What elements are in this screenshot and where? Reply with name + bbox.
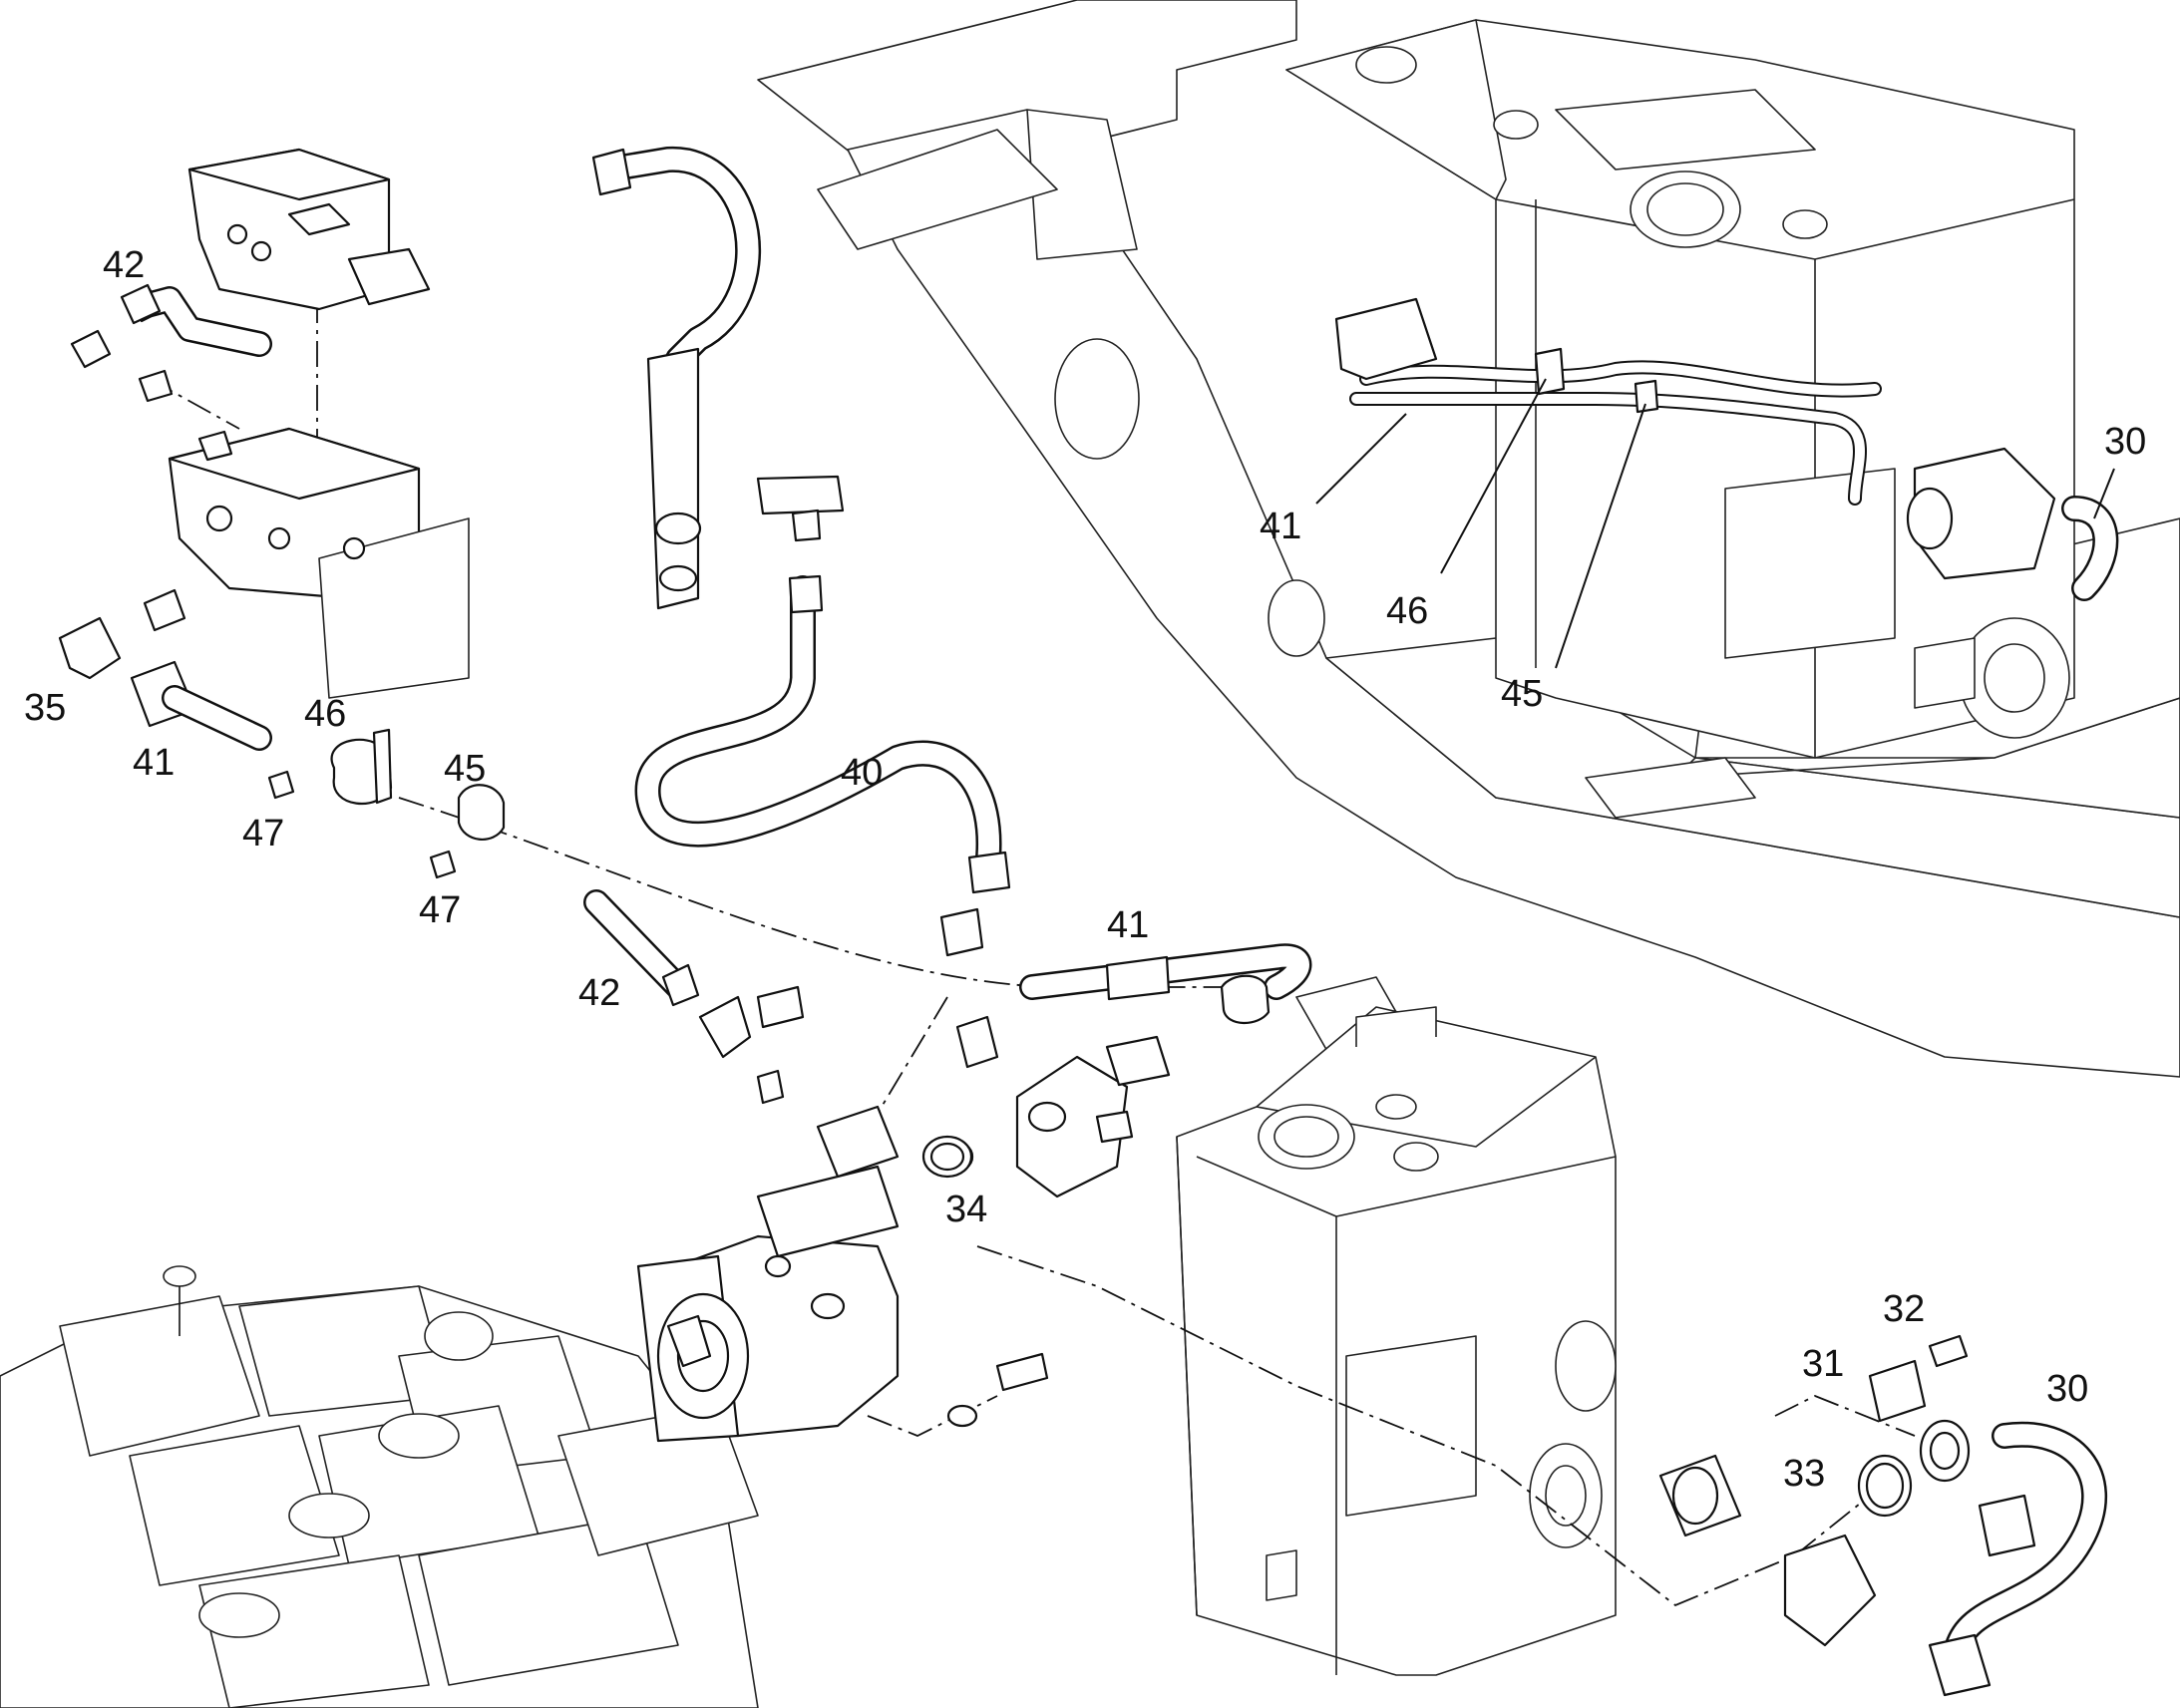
callout-31: 31 xyxy=(1802,1343,1844,1385)
control-valve-bracket xyxy=(168,427,470,699)
callout-41-middle: 41 xyxy=(1107,904,1149,946)
hose-41-middle xyxy=(1019,943,1312,1025)
hose-40 xyxy=(634,574,1011,957)
callout-46-left: 46 xyxy=(304,693,346,735)
callout-42-upper-left: 42 xyxy=(103,244,145,286)
leader-lines xyxy=(1315,378,2115,669)
engine-block xyxy=(0,1265,759,1708)
hydraulic-pump xyxy=(636,1105,1049,1443)
callout-47-left-a: 47 xyxy=(242,813,284,854)
callout-45-left: 45 xyxy=(444,748,486,790)
callout-41-upper-right: 41 xyxy=(1260,506,1301,547)
callout-labels: 42 35 41 46 45 47 47 40 41 42 34 41 46 4… xyxy=(24,244,2146,1495)
callout-34: 34 xyxy=(945,1189,987,1230)
transmission-assembled xyxy=(1285,19,2075,759)
callout-46-upper-right: 46 xyxy=(1386,590,1428,632)
callout-42-middle: 42 xyxy=(578,972,620,1014)
callout-32: 32 xyxy=(1883,1288,1925,1330)
callout-35: 35 xyxy=(24,687,66,729)
callout-30-upper-right: 30 xyxy=(2104,421,2146,463)
hose-end-42-middle xyxy=(583,889,805,1105)
o-ring-34 xyxy=(921,1135,973,1179)
callout-41-left: 41 xyxy=(133,742,175,784)
callout-33: 33 xyxy=(1783,1453,1825,1495)
callout-40: 40 xyxy=(841,752,883,794)
coolant-pipe xyxy=(591,146,845,610)
control-valve-upper xyxy=(187,148,431,311)
hose-end-41-left xyxy=(162,685,272,751)
routed-hoses-upper xyxy=(1334,297,2119,601)
flange-half-31 xyxy=(1868,1359,2036,1557)
clamp-and-sleeve-left xyxy=(330,728,506,842)
hose-end-42-upper xyxy=(120,283,272,357)
port-block xyxy=(930,1015,1171,1198)
o-ring-33 xyxy=(1857,1454,1913,1518)
transmission-housing xyxy=(1176,1006,1617,1676)
callout-45-upper-right: 45 xyxy=(1501,673,1543,715)
callout-47-left-b: 47 xyxy=(419,889,461,931)
adapter-fitting xyxy=(1658,1454,1742,1537)
elbow-pipe-30 xyxy=(1783,1419,2107,1697)
callout-30-lower-right: 30 xyxy=(2046,1368,2088,1410)
bolt-32 xyxy=(1928,1334,1969,1368)
